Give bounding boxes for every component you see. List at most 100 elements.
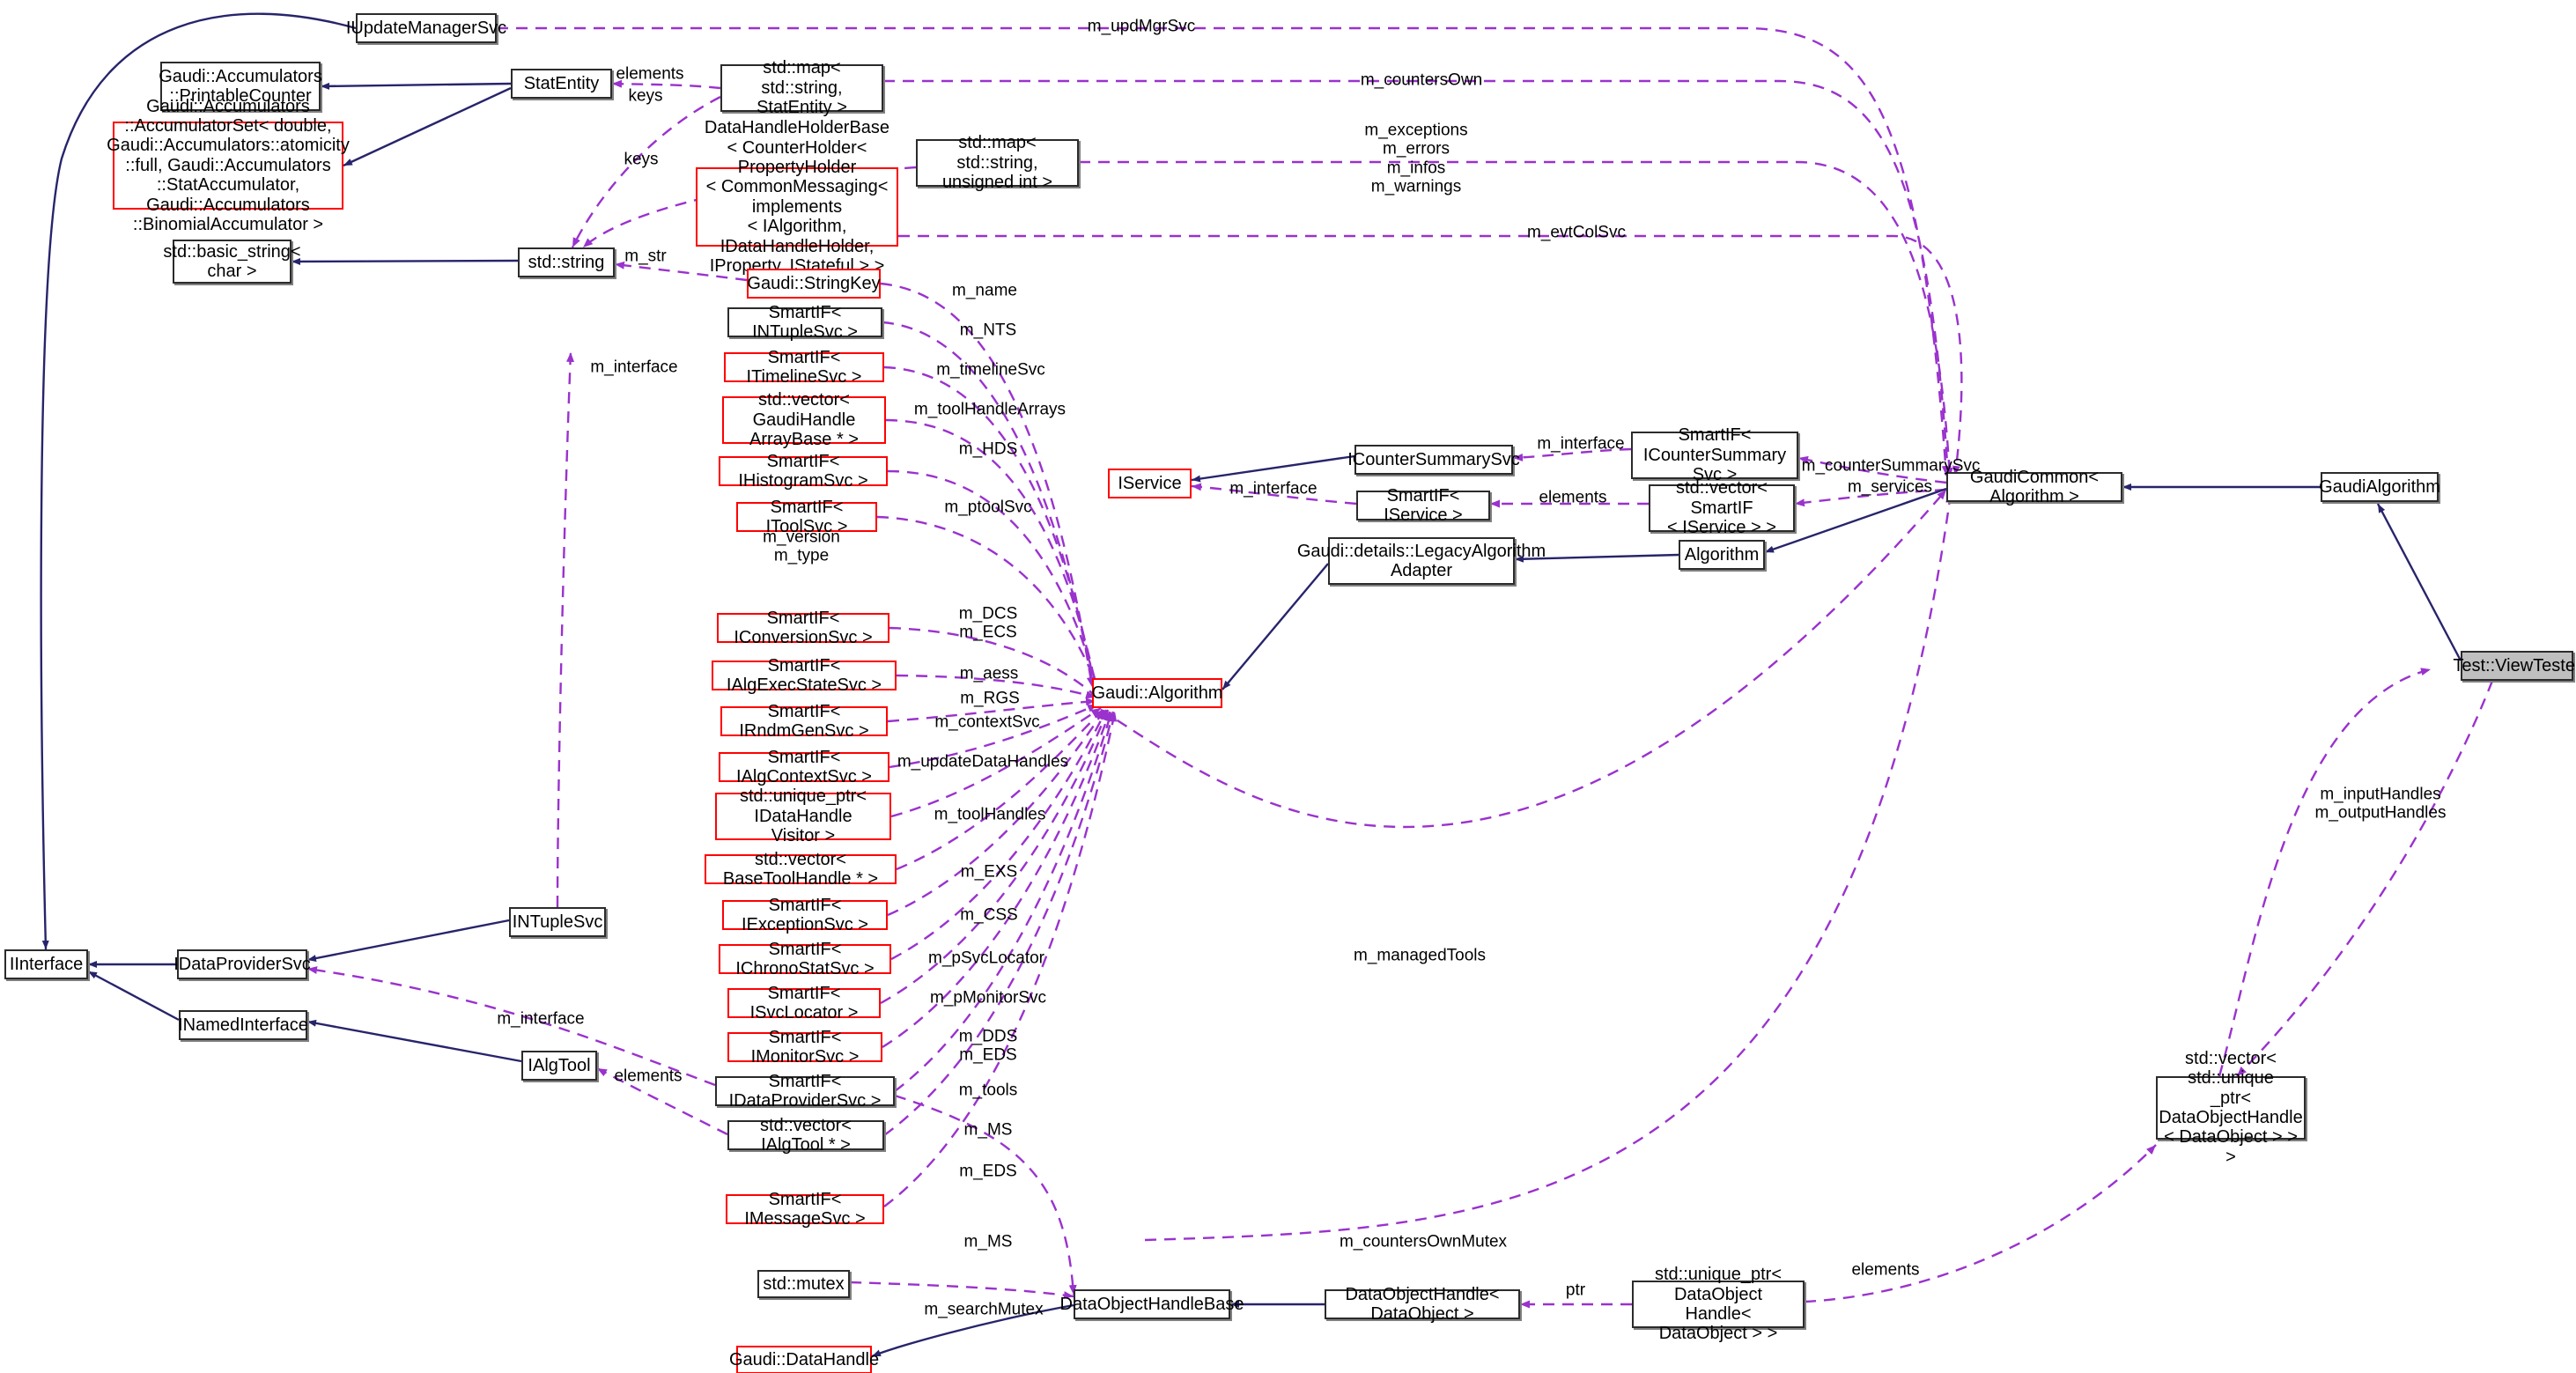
edge-usage [306, 966, 716, 1087]
class-node[interactable]: SmartIF< IConversionSvc > [717, 609, 889, 647]
edge-label: m_name [952, 281, 1017, 300]
class-node[interactable]: DataObjectHandle< DataObject > [1325, 1285, 1520, 1324]
edge-usage [571, 95, 721, 248]
class-node[interactable]: SmartIF< IAlgExecStateSvc > [712, 656, 897, 695]
class-node[interactable]: IInterface [4, 949, 88, 979]
edge-label: m_updMgrSvc [1087, 17, 1196, 36]
class-node[interactable]: Gaudi::StringKey [747, 269, 881, 299]
class-node[interactable]: StatEntity [511, 69, 612, 99]
class-node[interactable]: INamedInterface [178, 1010, 308, 1040]
edge-inheritance [291, 257, 519, 265]
edge-label: m_interface [590, 358, 678, 377]
edge-usage [883, 79, 1952, 476]
class-node[interactable]: INTupleSvc [509, 907, 606, 937]
edge-label: m_DDS m_EDS [958, 1027, 1018, 1065]
class-node[interactable]: SmartIF< IAlgContextSvc > [719, 748, 889, 786]
edge-label: keys [624, 150, 659, 169]
edge-usage [883, 711, 1115, 1136]
class-node[interactable]: SmartIF< IMessageSvc > [726, 1190, 884, 1229]
class-node[interactable]: SmartIF< INTupleSvc > [727, 303, 882, 342]
class-node[interactable]: SmartIF< ICounterSummary Svc > [1631, 425, 1798, 484]
edge-inheritance [87, 970, 180, 1022]
edge-label: m_contextSvc [934, 712, 1040, 732]
class-node[interactable]: std::unique_ptr< DataObject Handle< Data… [1632, 1265, 1805, 1343]
class-node[interactable]: ICounterSummarySvc [1347, 445, 1520, 475]
edge-usage [2218, 668, 2432, 1077]
class-node[interactable]: SmartIF< IExceptionSvc > [722, 896, 888, 934]
edge-label: m_inputHandles m_outputHandles [2314, 785, 2447, 823]
edge-usage [1191, 483, 1357, 506]
class-node[interactable]: std::map< std::string, unsigned int > [916, 133, 1079, 192]
edge-label: elements [1851, 1260, 1920, 1280]
class-node[interactable]: GaudiAlgorithm [2319, 472, 2440, 502]
edge-usage [1079, 160, 1953, 478]
edge-usage [1100, 489, 1947, 829]
edge-usage [1794, 488, 1947, 507]
class-node[interactable]: Algorithm [1679, 540, 1765, 570]
class-node[interactable]: Gaudi::DataHandle [729, 1346, 879, 1373]
class-node[interactable]: std::mutex [757, 1270, 850, 1298]
edge-usage [896, 709, 1103, 871]
edge-label: m_MS [963, 1120, 1013, 1140]
edge-inheritance [320, 82, 512, 90]
edge-usage [2236, 680, 2494, 1077]
class-node[interactable]: Gaudi::Accumulators ::PrintableCounter [159, 62, 322, 111]
class-node[interactable]: std::unique_ptr< IDataHandle Visitor > [715, 786, 891, 845]
class-node[interactable]: SmartIF< IToolSvc > [736, 498, 877, 536]
class-node[interactable]: GaudiCommon< Algorithm > [1946, 468, 2122, 506]
edge-usage [894, 1094, 1077, 1295]
edge-inheritance [1514, 553, 1679, 563]
edge-label: m_str [624, 247, 667, 266]
class-node[interactable]: std::vector< std::unique _ptr< DataObjec… [2156, 1049, 2306, 1167]
class-node[interactable]: std::vector< GaudiHandle ArrayBase * > [722, 390, 886, 449]
class-node[interactable]: SmartIF< ITimelineSvc > [724, 348, 884, 387]
class-node[interactable]: std::vector< SmartIF < IService > > [1649, 478, 1795, 537]
edge-label: m_interface [1537, 434, 1625, 454]
edge-inheritance [306, 1019, 522, 1063]
class-node[interactable]: std::vector< IAlgTool * > [727, 1116, 884, 1155]
class-node[interactable]: DataObjectHandleBase [1060, 1289, 1244, 1319]
edge-label: elements [616, 64, 684, 84]
class-node[interactable]: std::vector< BaseToolHandle * > [705, 850, 897, 889]
edge-label: m_EXS [960, 862, 1018, 882]
edge-usage [497, 26, 1950, 476]
class-node[interactable]: std::string [518, 247, 615, 277]
class-node[interactable]: IDataProviderSvc [173, 949, 311, 979]
edge-label: m_toolHandleArrays [913, 400, 1067, 419]
edge-usage [611, 79, 721, 90]
edge-label: m_searchMutex [924, 1300, 1044, 1319]
edge-usage [887, 469, 1101, 695]
class-node[interactable]: std::map< std::string, StatEntity > [720, 58, 883, 117]
class-node[interactable]: Gaudi::Accumulators ::AccumulatorSet< do… [107, 97, 350, 234]
edge-usage [614, 261, 748, 282]
edge-usage [1144, 492, 1953, 1242]
class-node[interactable]: Gaudi::Algorithm [1092, 678, 1222, 708]
edge-label: elements [614, 1067, 683, 1086]
class-node[interactable]: IService [1108, 469, 1192, 498]
class-node[interactable]: SmartIF< IChronoStatSvc > [719, 940, 891, 978]
edge-label: m_timelineSvc [936, 360, 1045, 380]
edge-usage [882, 711, 1111, 1049]
class-node[interactable]: DataHandleHolderBase < CounterHolder< Pr… [696, 118, 898, 295]
class-node[interactable]: SmartIF< IMonitorSvc > [727, 1028, 882, 1067]
class-node[interactable]: IUpdateManagerSvc [346, 13, 506, 43]
edge-label: m_HDS [958, 439, 1018, 459]
class-node[interactable]: SmartIF< IDataProviderSvc > [715, 1072, 895, 1111]
edge-label: m_counterSummarySvc [1801, 456, 1981, 476]
edge-label: m_tools [958, 1081, 1018, 1100]
edge-inheritance [40, 12, 357, 950]
class-node[interactable]: std::basic_string< char > [163, 240, 301, 284]
class-node[interactable]: Gaudi::details::LegacyAlgorithm Adapter [1297, 537, 1546, 585]
class-node[interactable]: SmartIF< IService > [1356, 486, 1490, 525]
edge-usage [889, 626, 1100, 700]
edge-usage [1804, 1144, 2157, 1303]
edge-label: m_countersOwn [1360, 70, 1483, 90]
class-node[interactable]: SmartIF< IHistogramSvc > [719, 452, 888, 491]
class-node[interactable]: SmartIF< IRndmGenSvc > [720, 702, 888, 741]
class-node[interactable]: IAlgTool [521, 1051, 597, 1081]
class-node[interactable]: Test::ViewTester [2453, 651, 2576, 681]
class-node[interactable]: SmartIF< ISvcLocator > [727, 984, 881, 1022]
edge-usage [1797, 455, 1947, 484]
edge-label: m_DCS m_ECS [958, 604, 1018, 642]
